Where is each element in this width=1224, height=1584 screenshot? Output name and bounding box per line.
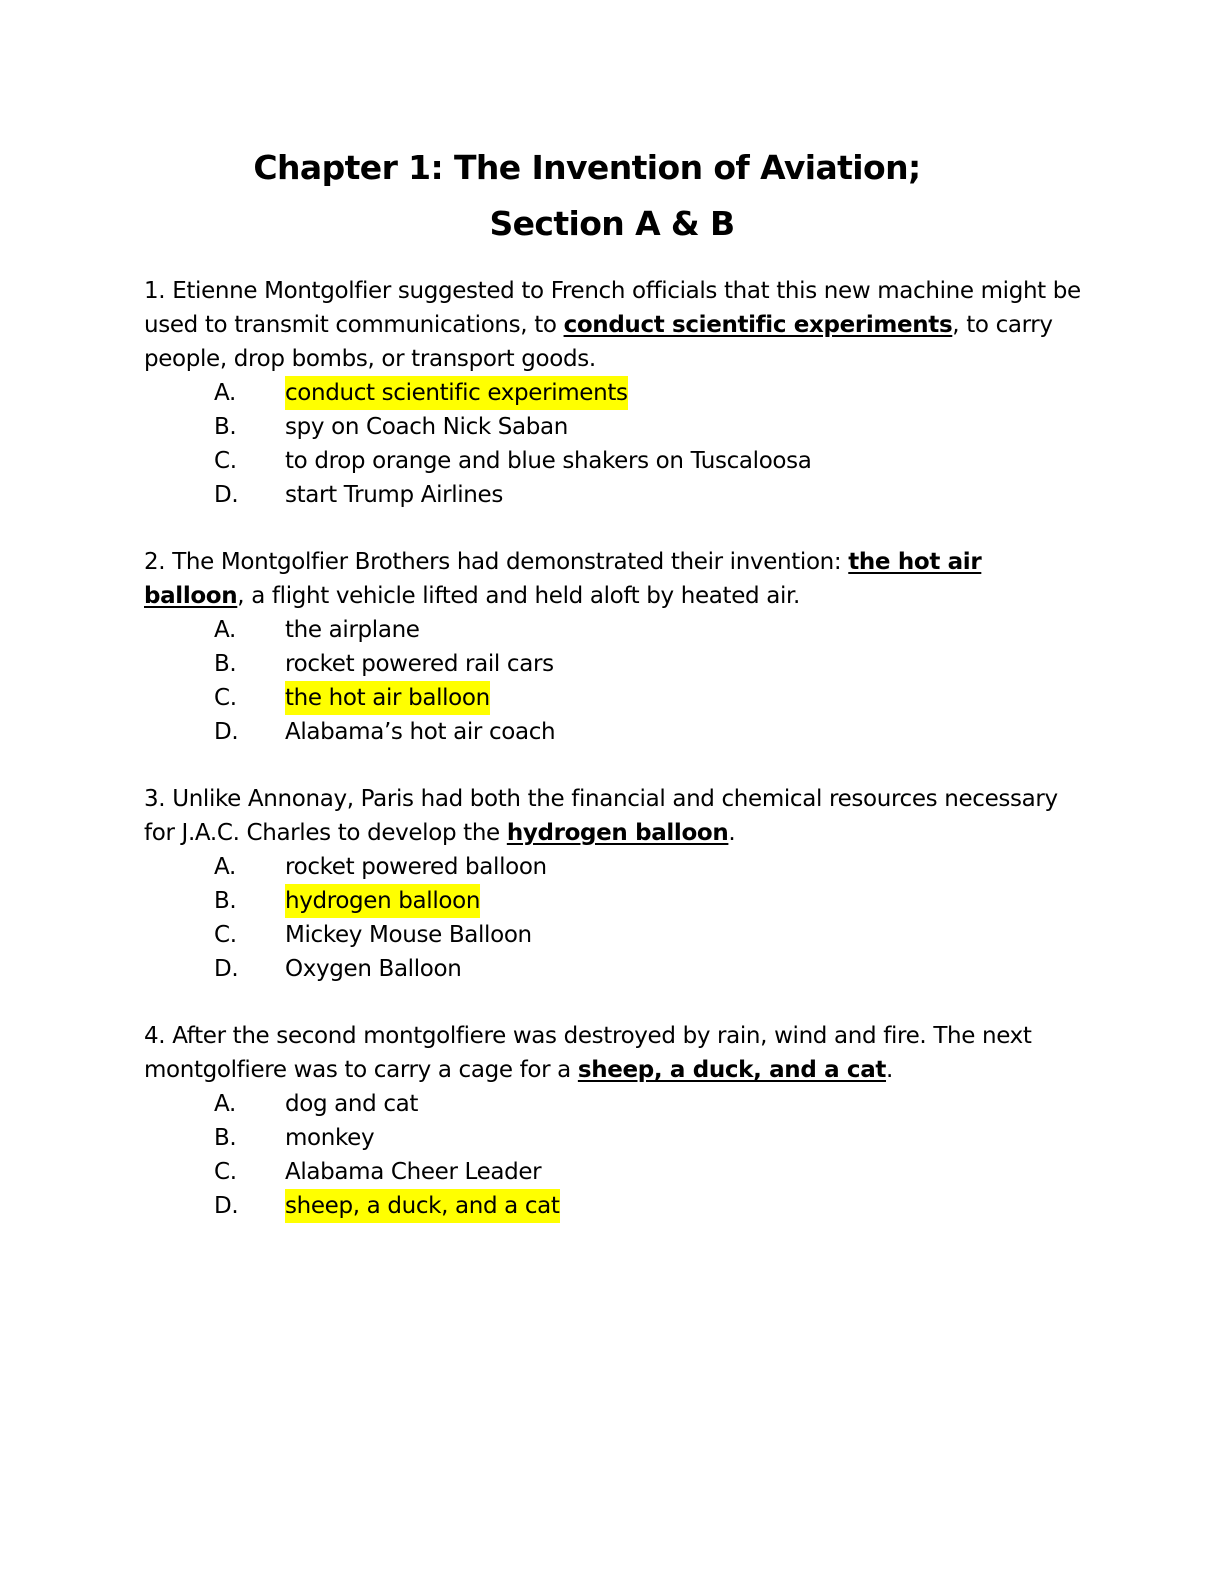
option-letter: C. <box>214 685 237 711</box>
page-title: Chapter 1: The Invention of Aviation; <box>253 148 921 187</box>
option-letter: A. <box>214 1091 236 1117</box>
option-letter: B. <box>214 888 237 914</box>
option-c: C. the hot air balloon <box>144 681 1084 715</box>
option-b: B. monkey <box>144 1121 1084 1155</box>
option-letter: A. <box>214 617 236 643</box>
option-letter: C. <box>214 1159 237 1185</box>
option-a: A. dog and cat <box>144 1087 1084 1121</box>
option-a: A. rocket powered balloon <box>144 850 1084 884</box>
question-text-before: 2. The Montgolfier Brothers had demonstr… <box>144 549 849 575</box>
question-answer: hydrogen balloon <box>506 820 729 846</box>
option-text: Oxygen Balloon <box>285 956 462 982</box>
option-letter: B. <box>214 1125 237 1151</box>
option-text-highlighted: sheep, a duck, and a cat <box>285 1189 560 1223</box>
option-text: Mickey Mouse Balloon <box>285 922 532 948</box>
option-text: rocket powered rail cars <box>285 651 554 677</box>
question-3: 3. Unlike Annonay, Paris had both the fi… <box>144 782 1084 986</box>
option-text: spy on Coach Nick Saban <box>285 414 569 440</box>
option-text: the airplane <box>285 617 420 643</box>
option-b: B. spy on Coach Nick Saban <box>144 410 1084 444</box>
option-text: start Trump Airlines <box>285 482 503 508</box>
option-text: Alabama’s hot air coach <box>285 719 556 745</box>
question-text-after: . <box>886 1057 893 1083</box>
question-text-before: 1. Etienne Montgolfier suggested to Fren… <box>144 278 1081 338</box>
question-answer: sheep, a duck, and a cat <box>577 1057 887 1083</box>
option-text-highlighted: hydrogen balloon <box>285 884 480 918</box>
question-text: 3. Unlike Annonay, Paris had both the fi… <box>144 782 1084 850</box>
option-text: dog and cat <box>285 1091 419 1117</box>
option-d: D. Oxygen Balloon <box>144 952 1084 986</box>
question-text: 2. The Montgolfier Brothers had demonstr… <box>144 545 1084 613</box>
option-letter: C. <box>214 448 237 474</box>
options-list: A. rocket powered balloon B. hydrogen ball… <box>144 850 1084 986</box>
option-letter: D. <box>214 1193 239 1219</box>
option-c: C. Mickey Mouse Balloon <box>144 918 1084 952</box>
option-letter: B. <box>214 414 237 440</box>
options-list: A. conduct scientific experiments B. spy o… <box>144 376 1084 512</box>
options-list: A. the airplane B. rocket powered rail car… <box>144 613 1084 749</box>
option-letter: D. <box>214 482 239 508</box>
option-text-highlighted: the hot air balloon <box>285 681 490 715</box>
page-subtitle: Section A & B <box>489 204 735 243</box>
option-c: C. to drop orange and blue shakers on Tus… <box>144 444 1084 478</box>
question-text-after: , to carry people, drop bombs, or transp… <box>144 312 1053 372</box>
option-b: B. hydrogen balloon <box>144 884 1084 918</box>
option-c: C. Alabama Cheer Leader <box>144 1155 1084 1189</box>
option-text: monkey <box>285 1125 375 1151</box>
options-list: A. dog and cat B. monkey C. Alabama Cheer L… <box>144 1087 1084 1223</box>
option-letter: D. <box>214 719 239 745</box>
option-d: D. sheep, a duck, and a cat <box>144 1189 1084 1223</box>
option-text-highlighted: conduct scientific experiments <box>285 376 628 410</box>
option-letter: B. <box>214 651 237 677</box>
question-text: 4. After the second montgolfiere was des… <box>144 1019 1084 1087</box>
option-d: D. Alabama’s hot air coach <box>144 715 1084 749</box>
option-letter: C. <box>214 922 237 948</box>
option-b: B. rocket powered rail cars <box>144 647 1084 681</box>
question-4: 4. After the second montgolfiere was des… <box>144 1019 1084 1223</box>
option-text: rocket powered balloon <box>285 854 547 880</box>
question-1: 1. Etienne Montgolfier suggested to Fren… <box>144 274 1084 512</box>
question-text-before: 3. Unlike Annonay, Paris had both the fi… <box>144 786 1058 846</box>
option-text: Alabama Cheer Leader <box>285 1159 542 1185</box>
question-2: 2. The Montgolfier Brothers had demonstr… <box>144 545 1084 749</box>
option-d: D. start Trump Airlines <box>144 478 1084 512</box>
option-letter: D. <box>214 956 239 982</box>
question-text: 1. Etienne Montgolfier suggested to Fren… <box>144 274 1084 376</box>
question-answer: conduct scientific experiments <box>563 312 953 338</box>
question-text-after: , a flight vehicle lifted and held aloft… <box>237 583 800 609</box>
option-text: to drop orange and blue shakers on Tusca… <box>285 448 812 474</box>
option-a: A. the airplane <box>144 613 1084 647</box>
question-text-after: . <box>728 820 736 846</box>
question-answer: the hot air balloon <box>144 549 982 609</box>
question-text-before: 4. After the second montgolfiere was des… <box>144 1023 1032 1083</box>
option-letter: A. <box>214 380 236 406</box>
option-letter: A. <box>214 854 236 880</box>
option-a: A. conduct scientific experiments <box>144 376 1084 410</box>
